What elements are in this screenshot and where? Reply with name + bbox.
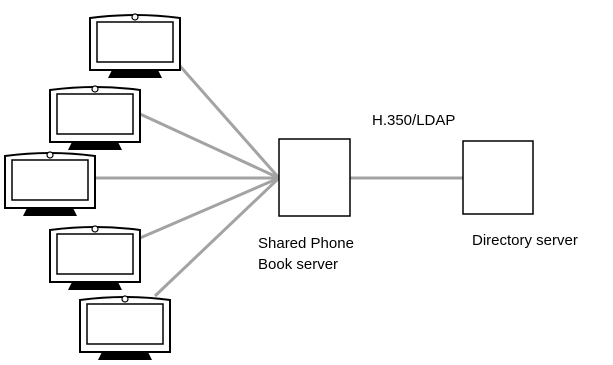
video-endpoint-4 xyxy=(49,225,141,290)
shared-phone-book-server-box xyxy=(278,138,351,217)
video-endpoint-2 xyxy=(49,85,141,150)
monitor-stand xyxy=(108,70,162,78)
protocol-label: H.350/LDAP xyxy=(372,112,455,129)
camera-icon xyxy=(91,85,99,93)
monitor-screen xyxy=(86,303,164,345)
connection-lines xyxy=(92,65,463,298)
video-endpoint-1 xyxy=(89,13,181,78)
camera-icon xyxy=(121,295,129,303)
link-endpoint-1 xyxy=(178,65,281,179)
monitor-screen xyxy=(96,21,174,63)
camera-icon xyxy=(131,13,139,21)
monitor-stand xyxy=(98,352,152,360)
camera-icon xyxy=(91,225,99,233)
monitor-stand xyxy=(23,208,77,216)
link-endpoint-4 xyxy=(139,176,280,240)
video-endpoint-3 xyxy=(4,151,96,216)
shared-server-label-line2: Book server xyxy=(258,256,338,273)
video-endpoint-5 xyxy=(79,295,171,360)
link-endpoint-5 xyxy=(153,176,281,298)
monitor-screen xyxy=(56,233,134,275)
directory-server-label: Directory server xyxy=(472,232,578,249)
link-endpoint-2 xyxy=(139,112,280,180)
monitor-stand xyxy=(68,142,122,150)
monitor-screen xyxy=(56,93,134,135)
directory-server-box xyxy=(462,140,534,215)
monitor-screen xyxy=(11,159,89,201)
shared-server-label-line1: Shared Phone xyxy=(258,235,354,252)
camera-icon xyxy=(46,151,54,159)
monitor-stand xyxy=(68,282,122,290)
